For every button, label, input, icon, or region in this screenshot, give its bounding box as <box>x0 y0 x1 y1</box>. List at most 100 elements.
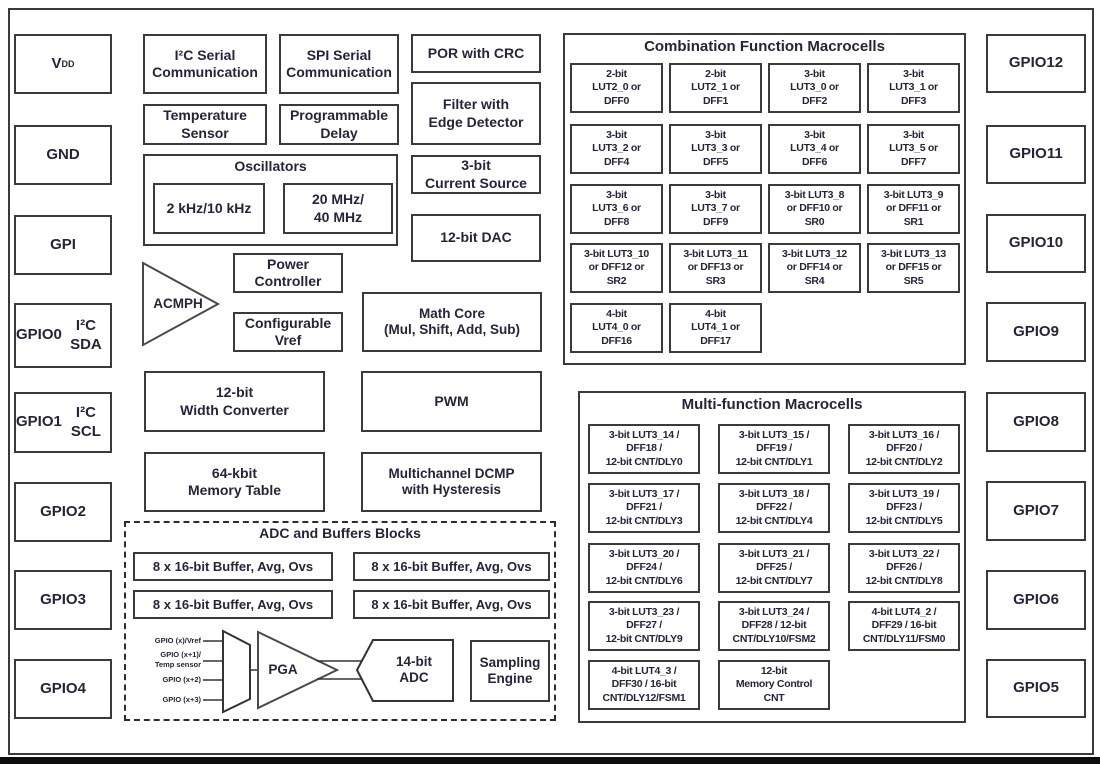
block-power-controller-label: Power Controller <box>254 255 322 289</box>
block-osc-high-freq-label: 20 MHz/ 40 MHz <box>311 191 365 225</box>
pin-gpio8-label: GPIO8 <box>1013 412 1059 430</box>
mf-cell-12: 4-bit LUT4_3 / DFF30 / 16-bit CNT/DLY12/… <box>588 660 700 710</box>
block-dac-label: 12-bit DAC <box>440 229 512 246</box>
pin-gpio3: GPIO3 <box>14 570 112 630</box>
comb-cell-5: 3-bit LUT3_3 or DFF5 <box>669 124 762 174</box>
pin-gpio0: GPIO0 I²C SDA <box>14 303 112 368</box>
comb-cell-0: 2-bit LUT2_0 or DFF0 <box>570 63 663 113</box>
multifunction-macrocells-title: Multi-function Macrocells <box>681 396 863 413</box>
block-por-crc-label: POR with CRC <box>427 44 525 61</box>
mf-cell-5: 3-bit LUT3_19 / DFF23 / 12-bit CNT/DLY5 <box>848 483 960 533</box>
comb-cell-8: 3-bit LUT3_6 or DFF8 <box>570 184 663 234</box>
mf-cell-3: 3-bit LUT3_17 / DFF21 / 12-bit CNT/DLY3 <box>588 483 700 533</box>
block-dcmp: Multichannel DCMP with Hysteresis <box>361 452 542 512</box>
comb-cell-12: 3-bit LUT3_10 or DFF12 or SR2 <box>570 243 663 293</box>
comb-cell-7: 3-bit LUT3_5 or DFF7 <box>867 124 960 174</box>
diagram-outer-frame <box>8 8 1094 755</box>
pin-gpio11-label: GPIO11 <box>1009 145 1063 163</box>
block-temperature-sensor-label: Temperature Sensor <box>163 107 247 141</box>
pin-gpio2: GPIO2 <box>14 482 112 542</box>
block-dcmp-label: Multichannel DCMP with Hysteresis <box>388 465 515 497</box>
pin-gpio5-label: GPIO5 <box>1013 679 1059 697</box>
block-filter-edge-detector-label: Filter with Edge Detector <box>428 96 524 130</box>
block-width-converter: 12-bit Width Converter <box>144 371 325 432</box>
pin-gpio0-label: GPIO0 <box>16 326 62 344</box>
mf-cell-2: 3-bit LUT3_16 / DFF20 / 12-bit CNT/DLY2 <box>848 424 960 474</box>
buffer-block-4: 8 x 16-bit Buffer, Avg, Ovs <box>353 590 550 619</box>
bottom-page-rule <box>0 757 1100 764</box>
block-configurable-vref-label: Configurable Vref <box>244 314 332 348</box>
mf-cell-0: 3-bit LUT3_14 / DFF18 / 12-bit CNT/DLY0 <box>588 424 700 474</box>
acmph-label: ACMPH <box>153 296 203 311</box>
block-configurable-vref: Configurable Vref <box>233 312 343 352</box>
block-osc-high-freq: 20 MHz/ 40 MHz <box>283 183 393 234</box>
mf-cell-13: 12-bit Memory Control CNT <box>718 660 830 710</box>
buffer-block-1: 8 x 16-bit Buffer, Avg, Ovs <box>133 552 333 581</box>
block-i2c-serial-label: I²C Serial Communication <box>152 46 258 80</box>
mf-cell-4: 3-bit LUT3_18 / DFF22 / 12-bit CNT/DLY4 <box>718 483 830 533</box>
block-programmable-delay-label: Programmable Delay <box>289 107 389 141</box>
pin-gpio10-label: GPIO10 <box>1008 234 1064 252</box>
block-osc-low-freq-label: 2 kHz/10 kHz <box>166 199 252 216</box>
block-temperature-sensor: Temperature Sensor <box>143 104 267 145</box>
block-math-core-label: Math Core (Mul, Shift, Add, Sub) <box>384 305 520 337</box>
block-memory-table: 64-kbit Memory Table <box>144 452 325 512</box>
mf-cell-9: 3-bit LUT3_23 / DFF27 / 12-bit CNT/DLY9 <box>588 601 700 651</box>
block-pwm-label: PWM <box>434 392 469 409</box>
comb-cell-13: 3-bit LUT3_11 or DFF13 or SR3 <box>669 243 762 293</box>
pin-gpio6: GPIO6 <box>986 570 1086 630</box>
buffer-block-1-label: 8 x 16-bit Buffer, Avg, Ovs <box>152 558 314 574</box>
adc-buffers-section <box>124 521 556 721</box>
pin-gpio1-label: GPIO1 <box>16 413 62 431</box>
comb-cell-6: 3-bit LUT3_4 or DFF6 <box>768 124 861 174</box>
pin-gpio5: GPIO5 <box>986 659 1086 718</box>
mux-input-label-1: GPIO (x)/Vref <box>154 636 201 645</box>
block-programmable-delay: Programmable Delay <box>279 104 399 145</box>
mf-cell-8: 3-bit LUT3_22 / DFF26 / 12-bit CNT/DLY8 <box>848 543 960 593</box>
pin-gpio7-label: GPIO7 <box>1013 501 1059 519</box>
mf-cell-7: 3-bit LUT3_21 / DFF25 / 12-bit CNT/DLY7 <box>718 543 830 593</box>
comb-cell-4: 3-bit LUT3_2 or DFF4 <box>570 124 663 174</box>
comb-cell-11: 3-bit LUT3_9 or DFF11 or SR1 <box>867 184 960 234</box>
pin-gpio8: GPIO8 <box>986 392 1086 452</box>
pin-gpio7: GPIO7 <box>986 481 1086 541</box>
block-filter-edge-detector: Filter with Edge Detector <box>411 82 541 145</box>
comb-cell-1: 2-bit LUT2_1 or DFF1 <box>669 63 762 113</box>
pin-vdd-label: V <box>51 54 62 72</box>
pin-gpio10: GPIO10 <box>986 214 1086 273</box>
block-dac: 12-bit DAC <box>411 214 541 262</box>
pin-gpio2-label: GPIO2 <box>40 502 86 520</box>
pin-gpio6-label: GPIO6 <box>1013 590 1059 608</box>
block-memory-table-label: 64-kbit Memory Table <box>187 464 282 498</box>
block-width-converter-label: 12-bit Width Converter <box>180 384 289 418</box>
buffer-block-3-label: 8 x 16-bit Buffer, Avg, Ovs <box>371 558 532 574</box>
block-pwm: PWM <box>361 371 542 432</box>
mux-input-label-2: GPIO (x+1)/ Temp sensor <box>154 650 201 670</box>
pin-gpio3-label: GPIO3 <box>40 590 86 608</box>
pin-gpio12: GPIO12 <box>986 34 1086 93</box>
block-por-crc: POR with CRC <box>411 34 541 73</box>
comb-cell-14: 3-bit LUT3_12 or DFF14 or SR4 <box>768 243 861 293</box>
buffer-block-3: 8 x 16-bit Buffer, Avg, Ovs <box>353 552 550 581</box>
pin-gpio0-label2: I²C SDA <box>70 317 102 353</box>
pga-label: PGA <box>268 662 298 677</box>
block-sampling-engine: Sampling Engine <box>470 640 550 702</box>
buffer-block-2: 8 x 16-bit Buffer, Avg, Ovs <box>133 590 333 619</box>
block-spi-serial-label: SPI Serial Communication <box>286 46 392 80</box>
pin-gpio11: GPIO11 <box>986 125 1086 184</box>
comb-cell-15: 3-bit LUT3_13 or DFF15 or SR5 <box>867 243 960 293</box>
pin-gpi: GPI <box>14 215 112 275</box>
combination-macrocells-title: Combination Function Macrocells <box>644 38 885 55</box>
comb-cell-9: 3-bit LUT3_7 or DFF9 <box>669 184 762 234</box>
block-power-controller: Power Controller <box>233 253 343 293</box>
comb-cell-2: 3-bit LUT3_0 or DFF2 <box>768 63 861 113</box>
comb-cell-16: 4-bit LUT4_0 or DFF16 <box>570 303 663 353</box>
pin-gpio12-label: GPIO12 <box>1008 54 1064 72</box>
mf-cell-6: 3-bit LUT3_20 / DFF24 / 12-bit CNT/DLY6 <box>588 543 700 593</box>
block-current-source-label: 3-bit Current Source <box>425 157 527 191</box>
adc-label: 14-bit ADC <box>395 654 432 686</box>
pin-gpio4: GPIO4 <box>14 659 112 719</box>
comb-cell-17: 4-bit LUT4_1 or DFF17 <box>669 303 762 353</box>
